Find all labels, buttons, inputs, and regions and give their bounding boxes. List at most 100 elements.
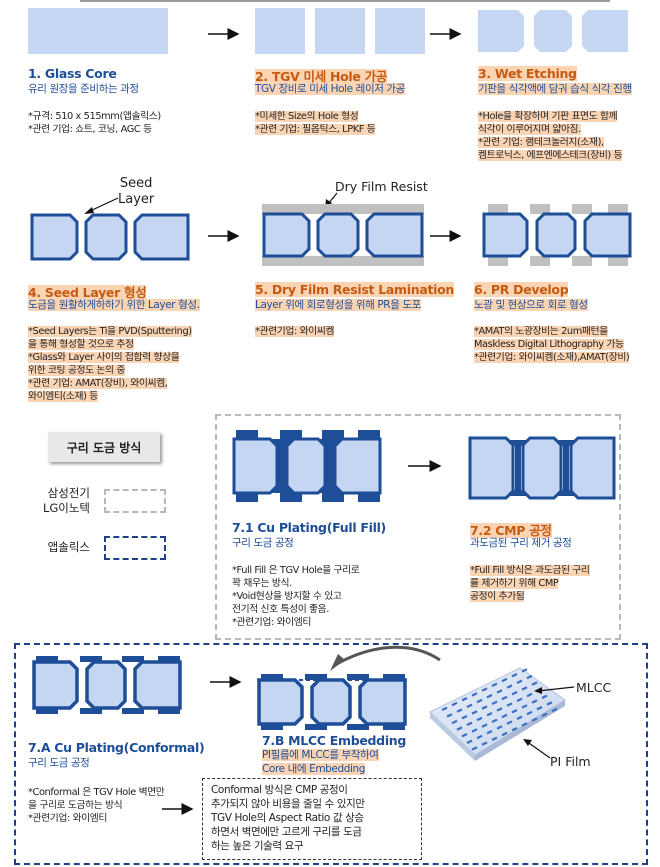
mlcc-chip [451,701,458,707]
mlcc-chip [461,715,468,720]
mlcc-chip [471,746,478,751]
step3-title: 3. Wet Etching [478,66,577,81]
step71-note-1: *Full Fill 은 TGV Hole을 구리로 [232,565,360,576]
step4-note-5: *관련 기업: AMAT(장비), 와이씨켐, [28,378,168,389]
mlcc-chip [531,699,538,704]
step6-subtitle: 노광 및 현상으로 회로 형성 [474,299,588,311]
mlcc-chip [536,706,543,711]
seed-layer-label: Seed Layer [118,176,154,208]
step6-title: 6. PR Develop [474,282,569,297]
conformal-note-2: 추가되지 않아 비용을 줄일 수 있지만 [211,798,365,810]
mlcc-chip [521,668,528,673]
mlcc-chip [526,674,533,680]
step4-subtitle: 도금을 원활하게하하기 위한 Layer 형성. [28,299,200,311]
mlcc-chip [476,716,483,722]
step3-note-4: 켐트로닉스, 에프엔에스테크(장비) 등 [478,150,623,161]
step7b-subtitle-2: Core 내에 Embedding [262,763,366,775]
legend-blue-dashed-swatch [104,536,166,560]
mlcc-chip [516,715,523,720]
step7a-notes: *Conformal 은 TGV Hole 벽면만 을 구리로 도금하는 방식 … [28,786,165,825]
wet-etching-illustration [478,10,628,52]
mlcc-chip [531,681,538,686]
mlcc-chip [526,692,533,698]
step3-note-3: *관련 기업: 램테크놀러지(소재), [478,137,604,148]
mlcc-chip [456,726,463,731]
step5-note-1: *관련기업: 와이씨켐 [255,326,335,337]
mlcc-chip [541,694,548,699]
step71-notes: *Full Fill 은 TGV Hole을 구리로 꽉 채우는 방식. *Vo… [232,564,360,629]
mlcc-chip [511,727,518,732]
conformal-note-1: Conformal 방식은 CMP 공정이 [211,784,348,796]
pi-film-mlcc-illustration [429,667,566,761]
step2-note-1: *미세한 Size의 Hole 형성 [255,111,359,122]
step6-note-1: *AMAT의 노광장비는 2um패턴을 [474,326,608,337]
legend-absolics: 앱솔릭스 [47,540,90,554]
step3-subtitle: 기판을 식각액에 담궈 습식 식각 진행 [478,83,632,95]
conformal-plating-illustration [32,656,182,714]
step7a-title: 7.A Cu Plating(Conformal) [28,740,205,755]
step1-notes: *규격: 510 x 515mm(앱솔릭스) *관련 기업: 쇼트, 코닝, A… [28,110,161,136]
step5-notes: *관련기업: 와이씨켐 [255,325,334,338]
mlcc-chip [516,697,523,702]
pi-film-pointer [523,739,551,759]
step7a-note-1: *Conformal 은 TGV Hole 벽면만 [28,787,165,798]
mlcc-chip [491,718,498,723]
step3-notes: *Hole을 확장하며 기판 표면도 함께 식각이 이루어지며 얇아짐. *관련… [478,110,623,162]
mlcc-chip [521,704,528,709]
step4-note-6: 와이엠티(소재) 등 [28,391,98,402]
step71-note-2: 꽉 채우는 방식. [232,578,292,589]
conformal-note-box: Conformal 방식은 CMP 공정이 추가되지 않아 비용을 줄일 수 있… [202,778,422,860]
step71-subtitle: 구리 도금 공정 [232,537,294,549]
step72-note-1: *Full Fill 방식은 과도금된 구리 [470,565,590,576]
mlcc-chip [491,736,498,741]
step71-title: 7.1 Cu Plating(Full Fill) [232,520,386,535]
mlcc-chip [461,697,468,702]
cmp-illustration [468,436,616,500]
mlcc-chip [451,719,458,725]
curved-arrow-head [330,654,345,671]
mlcc-chip [486,712,493,717]
pi-film-label: PI Film [550,754,591,769]
mlcc-chip [501,713,508,719]
mlcc-chip [526,710,533,716]
step72-title: 7.2 CMP 공정 [470,523,552,538]
mlcc-chip [496,707,503,712]
legend-samsung: 삼성전기 [47,486,90,500]
legend-title: 구리 도금 방식 [48,432,160,462]
step72-subtitle: 과도금된 구리 제거 공정 [470,537,572,549]
mlcc-chip [501,695,508,701]
step3-note-2: 식각이 이루어지며 얇아짐. [478,124,581,135]
mlcc-chip [481,705,488,710]
mlcc-chip [481,741,488,746]
step71-note-4: 전기적 신호 특성이 좋음. [232,604,329,615]
mlcc-chip-grid [441,668,558,751]
pr-develop-illustration [482,204,632,266]
mlcc-chip [476,734,483,740]
step4-note-2: 을 통해 형성할 것으로 추정 [28,339,134,350]
mlcc-embedding-illustration [257,674,407,730]
legend-lg: LG이노텍 [42,501,90,515]
mlcc-chip [511,673,518,678]
step71-note-5: *관련기업: 와이엠티 [232,617,312,628]
step71-note-3: *Void현상을 방지할 수 있고 [232,591,342,602]
step7b-title: 7.B MLCC Embedding [262,733,407,748]
mlcc-chip [506,702,513,707]
mlcc-chip [516,679,523,684]
mlcc-chip [506,720,513,725]
step4-notes: *Seed Layers는 Ti을 PVD(Sputtering) 을 통해 형… [28,325,192,403]
step7a-note-2: 을 구리로 도금하는 방식 [28,800,123,811]
mlcc-chip [466,739,473,744]
mlcc-chip [496,689,503,694]
step6-note-3: *관련기업: 와이씨켐(소재),AMAT(장비) [474,352,630,363]
conformal-note-3: TGV Hole의 Aspect Ratio 값 상승 [211,812,364,824]
step4-note-1: *Seed Layers는 Ti을 PVD(Sputtering) [28,326,192,337]
step1-note-2: *관련 기업: 쇼트, 코닝, AGC 등 [28,124,152,135]
step6-note-2: Maskless Digital Lithography 가능 [474,339,624,350]
mlcc-chip [491,700,498,705]
full-fill-plating-illustration [232,430,382,502]
mlcc-chip [481,723,488,728]
mlcc-chip [481,687,488,692]
mlcc-chip [471,710,478,715]
legend-gray-dashed-swatch [104,489,166,513]
mlcc-chip [466,721,473,726]
